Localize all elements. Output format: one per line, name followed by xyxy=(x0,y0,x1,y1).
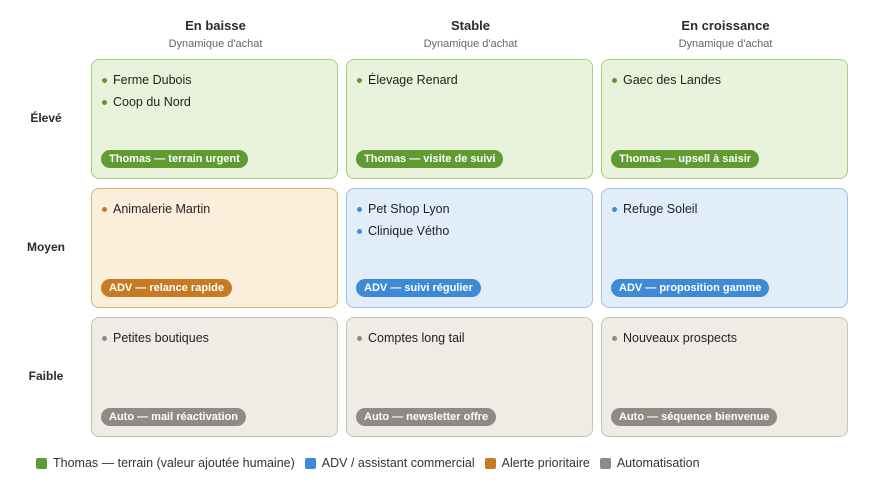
action-badge: ADV — relance rapide xyxy=(101,279,232,297)
account-list: Élevage Renard xyxy=(357,69,458,91)
bullet-dot-icon xyxy=(357,206,362,212)
row-header-faible: Faible xyxy=(28,369,64,383)
column-title: En baisse xyxy=(185,18,246,33)
list-item: Clinique Vétho xyxy=(357,220,450,242)
list-item: Comptes long tail xyxy=(357,327,465,349)
column-title: Stable xyxy=(450,18,490,33)
matrix-cell-faible-en-croissance[interactable]: Nouveaux prospects Auto — séquence bienv… xyxy=(601,317,848,437)
action-badge: Auto — mail réactivation xyxy=(101,408,246,426)
list-item: Nouveaux prospects xyxy=(612,327,737,349)
account-list: Refuge Soleil xyxy=(612,198,697,220)
bullet-dot-icon xyxy=(357,335,362,341)
action-badge: Thomas — upsell à saisir xyxy=(611,150,760,168)
legend-item-automatisation: Automatisation xyxy=(599,456,700,470)
matrix-cell-eleve-en-croissance[interactable]: Gaec des Landes Thomas — upsell à saisir xyxy=(601,59,848,179)
bullet-dot-icon xyxy=(102,335,107,341)
bullet-dot-icon xyxy=(612,77,617,83)
column-header-stable: Stable Dynamique d'achat xyxy=(346,18,595,51)
account-list: Ferme Dubois Coop du Nord xyxy=(102,69,192,113)
legend-item-thomas: Thomas — terrain (valeur ajoutée humaine… xyxy=(36,456,295,470)
account-list: Nouveaux prospects xyxy=(612,327,737,349)
action-badge: Thomas — terrain urgent xyxy=(101,150,248,168)
matrix-cell-faible-en-baisse[interactable]: Petites boutiques Auto — mail réactivati… xyxy=(91,317,338,437)
account-list: Petites boutiques xyxy=(102,327,209,349)
matrix-cell-moyen-en-croissance[interactable]: Refuge Soleil ADV — proposition gamme xyxy=(601,188,848,308)
list-item: Gaec des Landes xyxy=(612,69,721,91)
list-item: Animalerie Martin xyxy=(102,198,210,220)
action-badge: ADV — proposition gamme xyxy=(611,279,770,297)
legend: Thomas — terrain (valeur ajoutée humaine… xyxy=(36,456,710,470)
bullet-dot-icon xyxy=(612,206,617,212)
column-subtitle: Dynamique d'achat xyxy=(423,38,518,50)
bullet-dot-icon xyxy=(102,206,107,212)
row-header-moyen: Moyen xyxy=(26,240,65,254)
account-list: Gaec des Landes xyxy=(612,69,721,91)
legend-swatch-icon xyxy=(484,457,496,469)
action-badge: Auto — séquence bienvenue xyxy=(611,408,778,426)
matrix-cell-moyen-stable[interactable]: Pet Shop Lyon Clinique Vétho ADV — suivi… xyxy=(346,188,593,308)
legend-swatch-icon xyxy=(304,457,316,469)
bullet-dot-icon xyxy=(357,228,362,234)
list-item: Refuge Soleil xyxy=(612,198,697,220)
action-badge: Thomas — visite de suivi xyxy=(356,150,504,168)
action-badge: Auto — newsletter offre xyxy=(356,408,497,426)
column-header-en-croissance: En croissance Dynamique d'achat xyxy=(601,18,850,51)
bullet-dot-icon xyxy=(102,77,107,83)
matrix-cell-eleve-stable[interactable]: Élevage Renard Thomas — visite de suivi xyxy=(346,59,593,179)
column-title: En croissance xyxy=(681,18,770,33)
legend-item-alerte: Alerte prioritaire xyxy=(484,456,590,470)
matrix-cell-faible-stable[interactable]: Comptes long tail Auto — newsletter offr… xyxy=(346,317,593,437)
legend-swatch-icon xyxy=(599,457,611,469)
legend-item-adv: ADV / assistant commercial xyxy=(304,456,475,470)
matrix-cell-moyen-en-baisse[interactable]: Animalerie Martin ADV — relance rapide xyxy=(91,188,338,308)
list-item: Élevage Renard xyxy=(357,69,458,91)
list-item: Coop du Nord xyxy=(102,91,192,113)
action-badge: ADV — suivi régulier xyxy=(356,279,481,297)
account-list: Animalerie Martin xyxy=(102,198,210,220)
bullet-dot-icon xyxy=(612,335,617,341)
account-list: Comptes long tail xyxy=(357,327,465,349)
account-list: Pet Shop Lyon Clinique Vétho xyxy=(357,198,450,242)
column-subtitle: Dynamique d'achat xyxy=(168,38,263,50)
bullet-dot-icon xyxy=(102,99,107,105)
legend-swatch-icon xyxy=(36,457,47,469)
matrix-cell-eleve-en-baisse[interactable]: Ferme Dubois Coop du Nord Thomas — terra… xyxy=(91,59,338,179)
list-item: Pet Shop Lyon xyxy=(357,198,450,220)
bullet-dot-icon xyxy=(357,77,362,83)
list-item: Petites boutiques xyxy=(102,327,209,349)
list-item: Ferme Dubois xyxy=(102,69,192,91)
row-header-eleve: Élevé xyxy=(30,111,62,125)
column-header-en-baisse: En baisse Dynamique d'achat xyxy=(91,18,340,51)
column-subtitle: Dynamique d'achat xyxy=(678,38,773,50)
